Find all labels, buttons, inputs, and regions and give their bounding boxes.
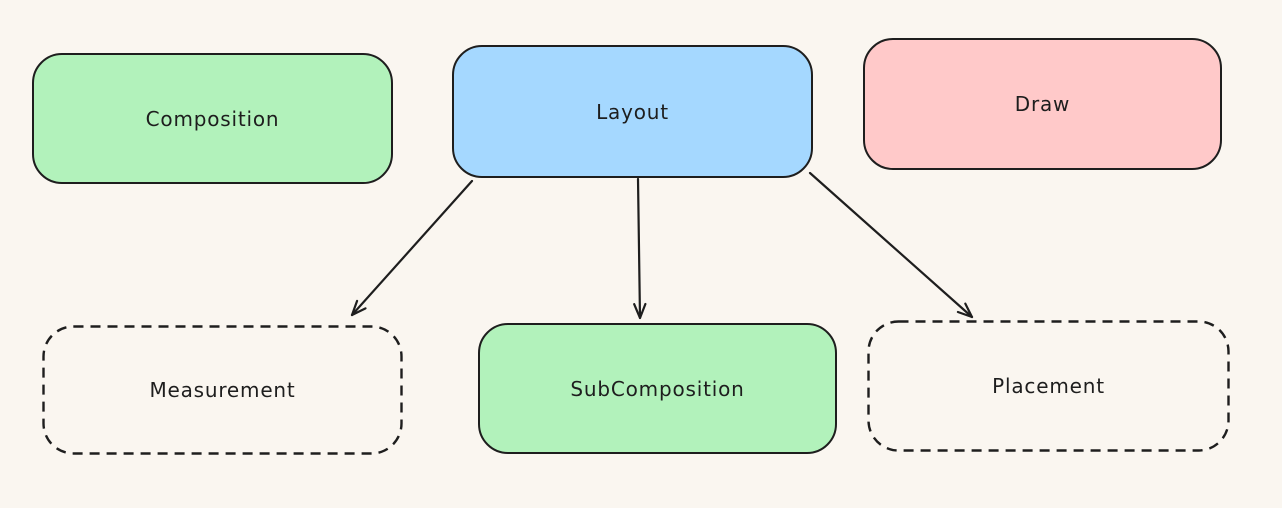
node-draw: Draw: [863, 38, 1222, 170]
node-layout: Layout: [452, 45, 813, 178]
dashed-border: [42, 325, 403, 455]
arrow-layout-to-subcomposition: [633, 177, 647, 320]
node-composition: Composition: [32, 53, 393, 184]
node-draw-label: Draw: [1014, 92, 1071, 116]
node-placement: Placement: [867, 320, 1230, 452]
arrow-layout-to-measurement: [350, 179, 474, 317]
node-placement-label: Placement: [992, 374, 1105, 398]
node-measurement-label: Measurement: [149, 378, 296, 402]
node-layout-label: Layout: [596, 99, 669, 124]
arrow-layout-to-placement: [808, 171, 974, 319]
node-composition-label: Composition: [145, 106, 280, 131]
node-subcomposition: SubComposition: [478, 323, 837, 454]
node-subcomposition-label: SubComposition: [570, 376, 745, 401]
dashed-border: [867, 320, 1230, 452]
node-measurement: Measurement: [42, 325, 403, 455]
